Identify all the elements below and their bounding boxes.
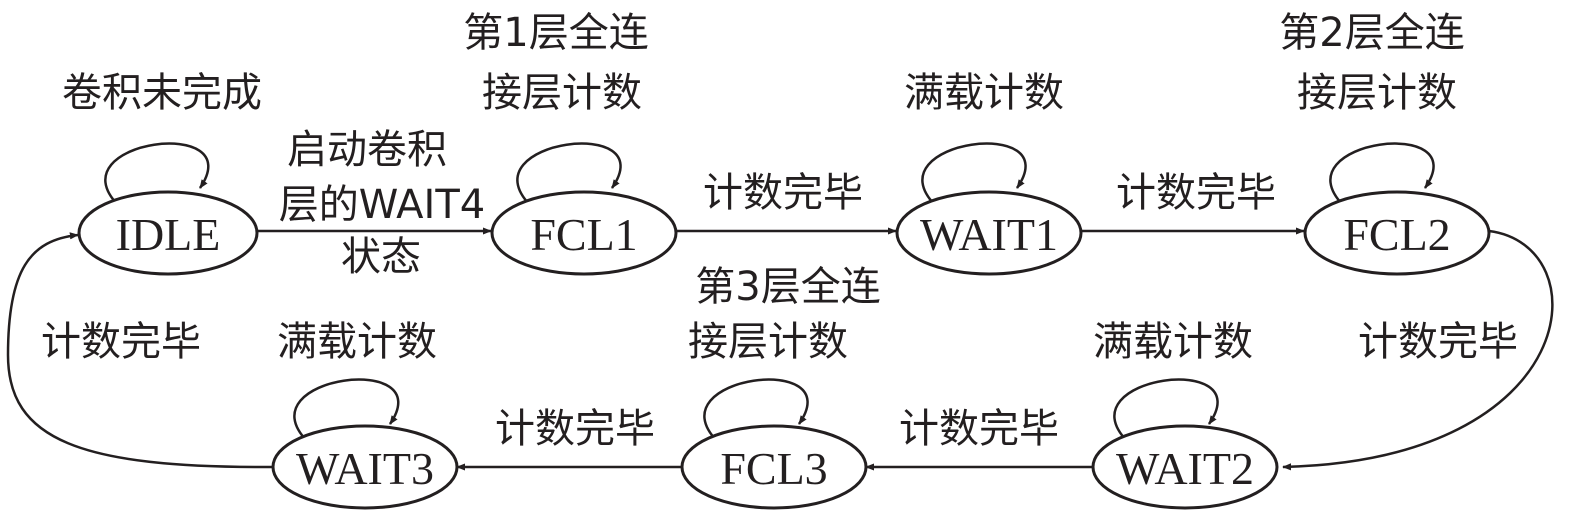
self-loop-label-wait3: 满载计数 — [277, 319, 437, 365]
self-loop-fcl2 — [1329, 142, 1435, 206]
self-loop-idle — [104, 142, 210, 206]
edge-fcl2-to-wait2 — [1282, 229, 1554, 471]
self-loop-wait3 — [293, 378, 400, 442]
self-loop-label-fcl3-line1: 第3层全连 — [695, 264, 880, 310]
state-label-wait2: WAIT2 — [1116, 443, 1254, 494]
state-label-wait3: WAIT3 — [296, 443, 434, 494]
transition-label-idle-fcl1-line2: 层的WAIT4 — [279, 182, 485, 228]
transition-label-wait2-fcl3: 计数完毕 — [899, 406, 1059, 452]
self-loop-label-fcl2-line2: 接层计数 — [1297, 70, 1457, 116]
state-label-fcl1: FCL1 — [530, 209, 637, 260]
self-loop-wait2 — [1113, 378, 1219, 442]
state-node-fcl1: FCL1 — [490, 190, 678, 276]
self-loop-label-wait1: 满载计数 — [904, 70, 1064, 116]
edge-wait3-to-idle — [6, 232, 274, 469]
transition-label-fcl3-wait3: 计数完毕 — [495, 406, 655, 452]
state-node-wait2: WAIT2 — [1091, 424, 1279, 510]
transition-label-fcl2-wait2: 计数完毕 — [1358, 319, 1518, 365]
state-node-fcl2: FCL2 — [1303, 190, 1491, 276]
state-label-idle: IDLE — [116, 209, 221, 260]
self-loop-label-fcl3-line2: 接层计数 — [688, 319, 848, 365]
self-loop-label-fcl1-line1: 第1层全连 — [463, 10, 648, 56]
state-node-idle: IDLE — [77, 190, 259, 276]
self-loop-label-idle: 卷积未完成 — [62, 70, 262, 116]
state-label-wait1: WAIT1 — [920, 209, 1058, 260]
transition-label-idle-fcl1-line3: 状态 — [341, 234, 421, 280]
state-node-fcl3: FCL3 — [680, 424, 868, 510]
transition-label-wait3-idle: 计数完毕 — [41, 319, 201, 365]
self-loop-label-fcl1-line2: 接层计数 — [482, 70, 642, 116]
state-node-wait1: WAIT1 — [895, 190, 1083, 276]
self-loop-fcl3 — [703, 378, 809, 442]
state-label-fcl2: FCL2 — [1343, 209, 1450, 260]
self-loop-label-fcl2-line1: 第2层全连 — [1279, 10, 1464, 56]
state-label-fcl3: FCL3 — [720, 443, 827, 494]
self-loop-fcl1 — [516, 142, 622, 206]
transition-label-fcl1-wait1: 计数完毕 — [703, 170, 863, 216]
transition-label-idle-fcl1-line1: 启动卷积 — [287, 127, 447, 173]
state-node-wait3: WAIT3 — [271, 424, 459, 510]
self-loop-label-wait2: 满载计数 — [1093, 319, 1253, 365]
transition-label-wait1-fcl2: 计数完毕 — [1116, 170, 1276, 216]
self-loop-wait1 — [921, 142, 1027, 206]
